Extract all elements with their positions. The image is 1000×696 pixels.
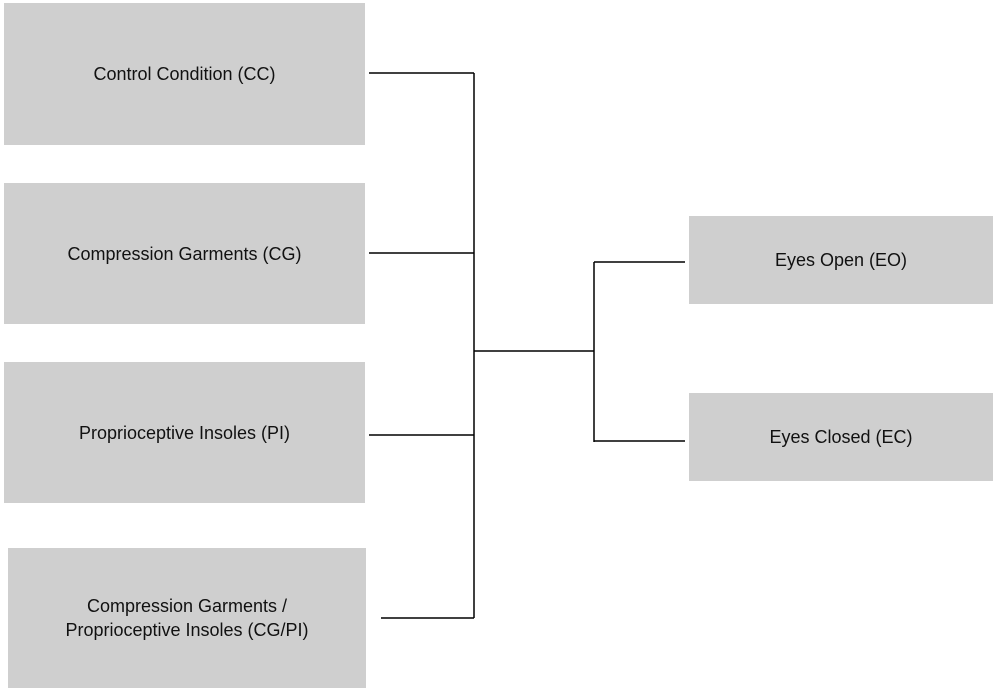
condition-box-cc: Control Condition (CC) — [4, 3, 365, 145]
condition-box-pi: Proprioceptive Insoles (PI) — [4, 362, 365, 503]
condition-label-cg: Compression Garments (CG) — [67, 243, 302, 264]
visual-state-box-ec: Eyes Closed (EC) — [689, 393, 993, 481]
visual-state-label-ec: Eyes Closed (EC) — [769, 427, 913, 447]
condition-label-cc: Control Condition (CC) — [93, 64, 276, 84]
visual-state-box-eo: Eyes Open (EO) — [689, 216, 993, 304]
condition-box-cg: Compression Garments (CG) — [4, 183, 365, 324]
condition-box-cgpi: Compression Garments / Proprioceptive In… — [8, 548, 366, 688]
condition-label-pi: Proprioceptive Insoles (PI) — [78, 422, 291, 443]
condition-label-cgpi: Compression Garments / Proprioceptive In… — [65, 596, 309, 640]
visual-state-label-eo: Eyes Open (EO) — [774, 250, 908, 270]
